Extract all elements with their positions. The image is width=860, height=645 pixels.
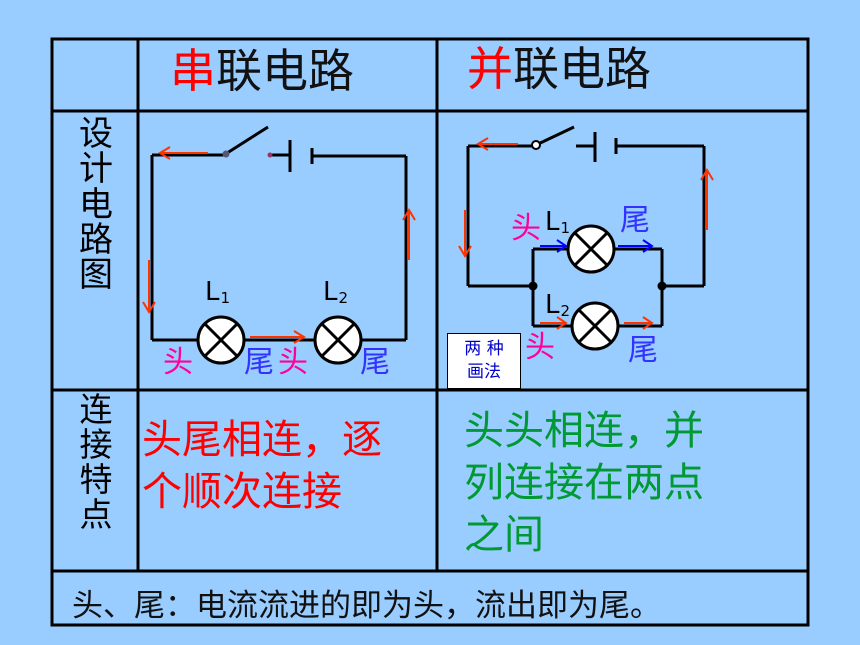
table-border — [50, 37, 810, 627]
series-header: 串联电路 — [170, 48, 354, 94]
series-tail-1: 尾 — [244, 345, 274, 380]
parallel-header-rest: 联电路 — [513, 42, 651, 96]
parallel-head-2: 头 — [525, 330, 555, 365]
parallel-header-first: 并 — [467, 42, 513, 96]
series-head-2: 头 — [278, 345, 308, 380]
series-head-1: 头 — [163, 345, 193, 380]
parallel-tail-2: 尾 — [628, 333, 658, 368]
footer-note: 头、尾：电流流进的即为头，流出即为尾。 — [72, 588, 661, 624]
series-header-rest: 联电路 — [216, 44, 354, 98]
parallel-feature-text: 头头相连，并 列连接在两点 之间 — [464, 408, 704, 558]
parallel-arrows — [458, 137, 714, 330]
series-feature-text: 头尾相连，逐 个顺次连接 — [142, 417, 382, 515]
parallel-tail-1: 尾 — [620, 203, 650, 238]
parallel-l1-label: L1 — [545, 207, 570, 237]
parallel-blue-arrows — [540, 239, 654, 253]
series-l1-label: L1 — [205, 277, 230, 307]
series-circuit — [150, 125, 408, 365]
series-l2-label: L2 — [323, 277, 348, 307]
parallel-l2-label: L2 — [545, 290, 570, 320]
table-grid — [50, 37, 810, 627]
parallel-circuit — [466, 125, 706, 351]
series-header-first: 串 — [170, 44, 216, 98]
features-row-label: 连 接 特 点 — [79, 390, 113, 534]
design-row-label: 设 计 电 路 图 — [79, 114, 113, 296]
parallel-header: 并联电路 — [467, 46, 651, 92]
series-tail-2: 尾 — [360, 345, 390, 380]
drawing-methods-note: 两 种 画法 — [447, 333, 521, 389]
parallel-head-1: 头 — [511, 211, 541, 246]
series-arrows — [142, 146, 416, 344]
